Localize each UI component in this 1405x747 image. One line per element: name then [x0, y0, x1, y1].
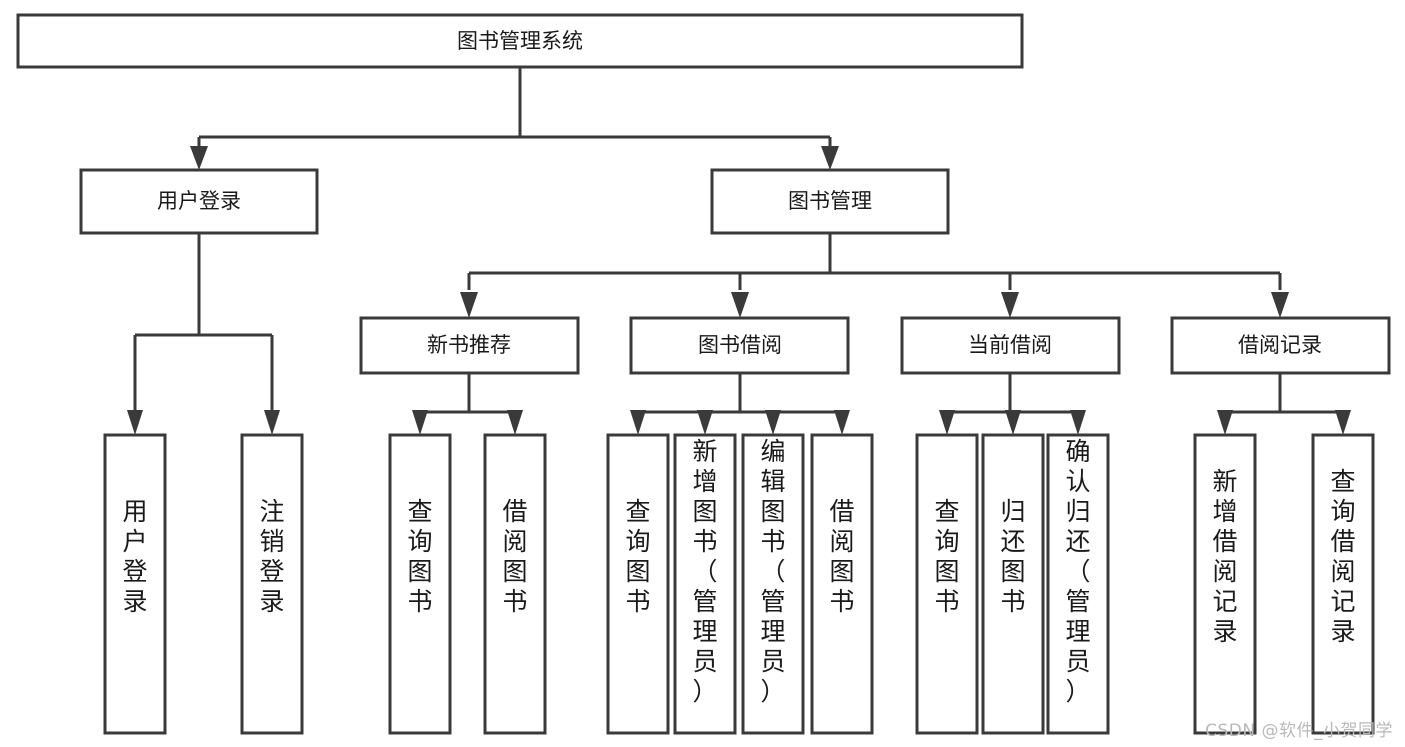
leaf-cb-query-book[interactable]: 查询图书	[915, 433, 979, 735]
arrow-to-book-manage	[821, 146, 839, 170]
leaf-nb-query-book-box[interactable]	[388, 433, 452, 735]
node-new-book-recommend[interactable]: 新书推荐	[359, 316, 580, 375]
leaf-bb-query-book-label: 查询图书	[625, 497, 650, 616]
leaf-cb-return-book[interactable]: 归还图书	[981, 433, 1045, 735]
leaf-bb-edit-book-box[interactable]	[741, 433, 805, 735]
leaf-bb-add-book-label: 新增图书（管理员）	[692, 437, 717, 706]
arrow-to-borrow-record	[1271, 292, 1289, 318]
node-current-borrow-label: 当前借阅	[968, 333, 1052, 357]
leaf-cb-return-book-label: 归还图书	[1000, 497, 1025, 616]
arrow-to-leaf-bb-edit	[765, 410, 781, 435]
leaf-nb-borrow-book-box[interactable]	[483, 433, 547, 735]
leaf-cb-query-book-box[interactable]	[915, 433, 979, 735]
arrow-to-leaf-bb-query	[630, 410, 646, 435]
node-new-book-recommend-box[interactable]	[359, 316, 580, 375]
leaf-bb-edit-book-label: 编辑图书（管理员）	[760, 437, 785, 706]
arrow-to-leaf-bb-add	[697, 410, 713, 435]
node-current-borrow-box[interactable]	[900, 316, 1121, 375]
leaf-bb-borrow-book-label: 借阅图书	[829, 497, 854, 616]
node-root-label: 图书管理系统	[457, 29, 583, 53]
leaf-br-add-record-box[interactable]	[1193, 433, 1257, 735]
arrow-to-user-login	[190, 146, 208, 170]
leaf-nb-borrow-book-label: 借阅图书	[502, 497, 527, 616]
node-user-login[interactable]: 用户登录	[79, 168, 319, 235]
arrow-to-new-book	[460, 292, 478, 318]
leaf-bb-add-book[interactable]: 新增图书（管理员）	[673, 433, 737, 735]
arrow-to-leaf-user-login	[127, 410, 143, 435]
node-current-borrow[interactable]: 当前借阅	[900, 316, 1121, 375]
arrow-to-leaf-cb-return	[1005, 410, 1021, 435]
arrow-to-book-borrow	[731, 292, 749, 318]
arrow-to-leaf-br-add	[1217, 410, 1233, 435]
arrow-to-leaf-cb-query	[939, 410, 955, 435]
csdn-watermark: CSDN @软件_小贺同学	[1205, 721, 1393, 741]
arrow-to-leaf-bb-borrow	[834, 410, 850, 435]
leaf-br-query-record-box[interactable]	[1311, 433, 1375, 735]
arrow-to-leaf-nb-query	[412, 410, 428, 435]
leaf-logout-box[interactable]	[240, 433, 304, 735]
node-user-login-label: 用户登录	[157, 189, 241, 213]
leaf-nb-borrow-book[interactable]: 借阅图书	[483, 433, 547, 735]
leaf-bb-query-book[interactable]: 查询图书	[606, 433, 670, 735]
leaf-cb-query-book-label: 查询图书	[934, 497, 959, 616]
leaf-bb-edit-book[interactable]: 编辑图书（管理员）	[741, 433, 805, 735]
leaf-user-login[interactable]: 用户登录	[103, 433, 167, 735]
arrow-to-leaf-nb-borrow	[507, 410, 523, 435]
leaf-nb-query-book-label: 查询图书	[407, 497, 432, 616]
node-book-borrow-box[interactable]	[629, 316, 850, 375]
node-root-box[interactable]	[16, 13, 1024, 69]
arrow-to-leaf-cb-confirm	[1070, 410, 1086, 435]
node-book-manage-label: 图书管理	[788, 189, 872, 213]
node-new-book-recommend-label: 新书推荐	[427, 333, 511, 357]
leaf-user-login-box[interactable]	[103, 433, 167, 735]
leaf-cb-confirm-return[interactable]: 确认归还（管理员）	[1046, 433, 1110, 735]
node-borrow-record[interactable]: 借阅记录	[1170, 316, 1391, 375]
leaf-bb-query-book-box[interactable]	[606, 433, 670, 735]
leaf-br-add-record[interactable]: 新增借阅记录	[1193, 433, 1257, 735]
leaf-bb-borrow-book[interactable]: 借阅图书	[810, 433, 874, 735]
leaf-br-add-record-label: 新增借阅记录	[1212, 467, 1237, 646]
leaf-cb-confirm-return-label: 确认归还（管理员）	[1065, 437, 1090, 706]
node-book-borrow-label: 图书借阅	[698, 333, 782, 357]
node-user-login-box[interactable]	[79, 168, 319, 235]
node-borrow-record-box[interactable]	[1170, 316, 1391, 375]
leaf-bb-borrow-book-box[interactable]	[810, 433, 874, 735]
arrow-to-current-borrow	[1001, 292, 1019, 318]
node-book-borrow[interactable]: 图书借阅	[629, 316, 850, 375]
leaf-bb-add-book-box[interactable]	[673, 433, 737, 735]
leaf-cb-return-book-box[interactable]	[981, 433, 1045, 735]
node-book-manage[interactable]: 图书管理	[710, 168, 950, 235]
leaf-logout[interactable]: 注销登录	[240, 433, 304, 735]
leaf-logout-label: 注销登录	[259, 497, 284, 616]
leaf-br-query-record-label: 查询借阅记录	[1330, 467, 1355, 646]
node-root[interactable]: 图书管理系统	[16, 13, 1024, 69]
arrow-to-leaf-logout	[264, 410, 280, 435]
leaf-cb-confirm-return-box[interactable]	[1046, 433, 1110, 735]
connector-layer	[127, 67, 1351, 435]
leaf-user-login-label: 用户登录	[122, 497, 147, 616]
node-book-manage-box[interactable]	[710, 168, 950, 235]
node-borrow-record-label: 借阅记录	[1238, 333, 1322, 357]
arrow-to-leaf-br-query	[1335, 410, 1351, 435]
leaf-nb-query-book[interactable]: 查询图书	[388, 433, 452, 735]
leaf-br-query-record[interactable]: 查询借阅记录	[1311, 433, 1375, 735]
